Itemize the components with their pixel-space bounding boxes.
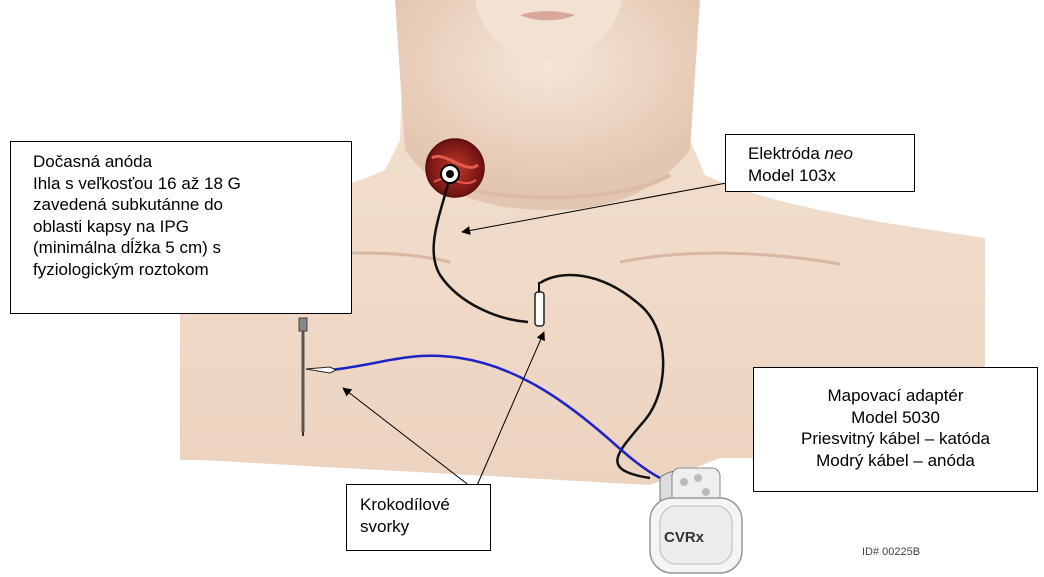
anode-line-4: oblasti kapsy na IPG	[33, 216, 341, 238]
adapter-clear-cable: Priesvitný kábel – katóda	[762, 428, 1029, 450]
device-brand: CVRx	[664, 529, 705, 546]
alligator-clips-callout: Krokodílové svorky	[346, 484, 491, 551]
anode-line-3: zavedená subkutánne do	[33, 194, 341, 216]
electrode-model: Model 103x	[748, 165, 904, 187]
electrode-name-italic: neo	[825, 144, 853, 163]
electrode-name: Elektróda neo	[748, 143, 904, 165]
adapter-title: Mapovací adaptér	[762, 385, 1029, 407]
anode-title: Dočasná anóda	[33, 151, 341, 173]
clips-line-2: svorky	[360, 516, 480, 538]
electrode-name-prefix: Elektróda	[748, 144, 825, 163]
carotid-artery-inset	[426, 139, 484, 197]
anode-line-2: Ihla s veľkosťou 16 až 18 G	[33, 173, 341, 195]
clips-line-1: Krokodílové	[360, 494, 480, 516]
lead-connector	[535, 292, 544, 326]
temporary-anode-callout: Dočasná anóda Ihla s veľkosťou 16 až 18 …	[10, 141, 352, 314]
cvrx-pulse-generator: CVRx	[650, 468, 742, 573]
anode-line-5: (minimálna dĺžka 5 cm) s	[33, 237, 341, 259]
mapping-adapter-callout: Mapovací adaptér Model 5030 Priesvitný k…	[753, 367, 1038, 492]
adapter-blue-cable: Modrý kábel – anóda	[762, 450, 1029, 472]
adapter-model: Model 5030	[762, 407, 1029, 429]
electrode-callout: Elektróda neo Model 103x	[725, 134, 915, 192]
figure-id-label: ID# 00225B	[862, 546, 920, 558]
anode-line-6: fyziologickým roztokom	[33, 259, 341, 281]
